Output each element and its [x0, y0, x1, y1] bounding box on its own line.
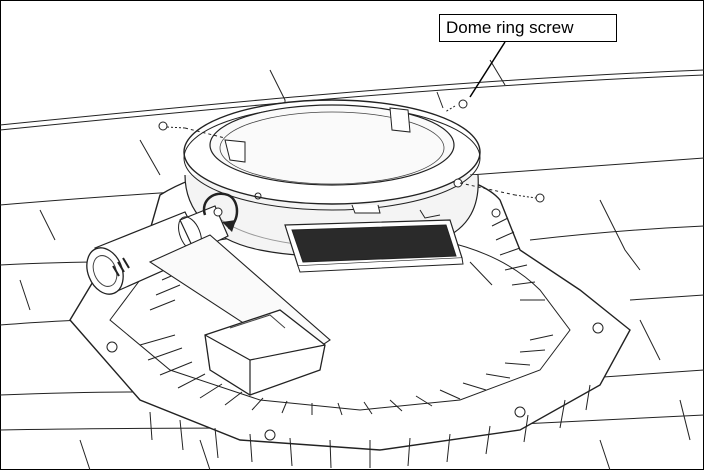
callout-label: Dome ring screw [446, 18, 574, 37]
callout-leader-line [469, 41, 506, 98]
callout-label-box: Dome ring screw [439, 14, 617, 42]
dome-ring[interactable] [183, 99, 481, 219]
control-box [204, 309, 326, 396]
rotate-arrow-icon [202, 192, 239, 232]
screw-icon [158, 91, 545, 203]
vent-filter [284, 219, 493, 286]
